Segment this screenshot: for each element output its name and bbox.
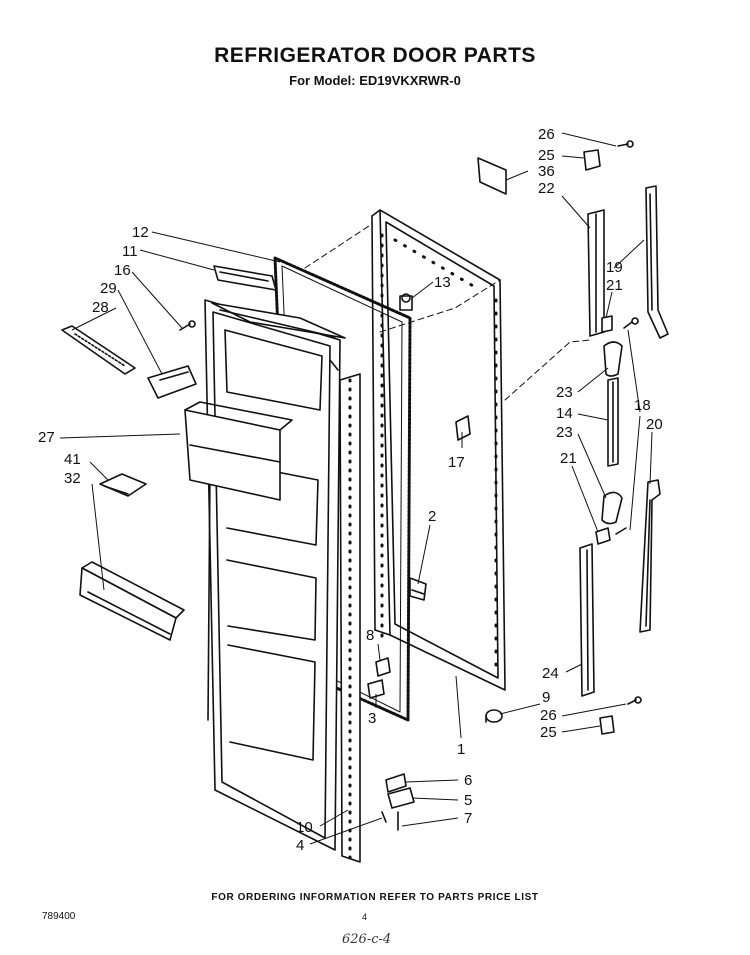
callout-2: 2 [428, 508, 436, 525]
bracket-21b [595, 527, 611, 545]
callout-23: 23 [556, 384, 573, 401]
plug-9 [485, 709, 503, 723]
screw-18 [623, 317, 639, 329]
callout-41: 41 [64, 451, 81, 468]
hinge-side-strip [339, 373, 361, 863]
callout-22: 22 [538, 180, 555, 197]
callout-36: 36 [538, 163, 555, 180]
callout-27: 27 [38, 429, 55, 446]
liner-dashed-outline [304, 223, 591, 401]
bushing-23b [601, 491, 623, 525]
callout-13: 13 [434, 274, 451, 291]
bottom-shelf [79, 561, 185, 641]
callout-25: 25 [538, 147, 555, 164]
callout-28: 28 [92, 299, 109, 316]
shelf-bin [184, 401, 293, 501]
callout-19: 19 [606, 259, 623, 276]
top-trim [213, 265, 277, 291]
callout-14: 14 [556, 405, 573, 422]
inner-door-liner [204, 299, 341, 851]
leader-lines [59, 132, 653, 845]
callout-8: 8 [366, 627, 374, 644]
model-subtitle: For Model: ED19VKXRWR-0 [289, 73, 461, 88]
liner-top-cap [211, 302, 346, 339]
bracket-21a [601, 315, 613, 333]
handle-14 [607, 377, 619, 467]
dispenser-housing [147, 365, 197, 399]
callout-9: 9 [542, 689, 550, 706]
callout-29: 29 [100, 280, 117, 297]
pad-36 [477, 157, 507, 195]
page-title: REFRIGERATOR DOOR PARTS [214, 44, 536, 67]
bracket-17 [455, 415, 471, 441]
clip-13 [399, 293, 413, 311]
grille [61, 325, 136, 375]
handle-24 [579, 543, 595, 697]
page-number: 4 [362, 912, 368, 922]
screw-16 [179, 320, 196, 331]
ordering-note: FOR ORDERING INFORMATION REFER TO PARTS … [211, 892, 539, 903]
callout-4: 4 [296, 837, 304, 854]
callout-6: 6 [464, 772, 472, 789]
stop-8 [375, 657, 391, 677]
callout-25-lower: 25 [540, 724, 557, 741]
callout-3: 3 [368, 710, 376, 727]
document-code: 789400 [42, 911, 76, 922]
callout-labels: 26 25 36 22 12 11 16 29 28 13 19 21 23 1… [38, 126, 663, 854]
handwritten-note: 626-c-4 [342, 932, 392, 947]
callout-16: 16 [114, 262, 131, 279]
callout-24: 24 [542, 665, 559, 682]
callout-26-lower: 26 [540, 707, 557, 724]
cam-3 [367, 679, 385, 699]
callout-21: 21 [606, 277, 623, 294]
screw-18b [615, 527, 627, 535]
bottom-hinge [381, 773, 415, 831]
callout-32: 32 [64, 470, 81, 487]
hinge-2 [409, 577, 427, 601]
trim-19 [645, 185, 669, 339]
callout-23-lower: 23 [556, 424, 573, 441]
callout-12: 12 [132, 224, 149, 241]
callout-10: 10 [296, 819, 313, 836]
callout-11: 11 [122, 243, 138, 260]
small-cup [99, 473, 147, 497]
callout-26: 26 [538, 126, 555, 143]
callout-18: 18 [634, 397, 651, 414]
handle-cap-26b-25b [599, 696, 642, 735]
callout-20: 20 [646, 416, 663, 433]
callout-7: 7 [464, 810, 472, 827]
callout-17: 17 [448, 454, 465, 471]
callout-21-lower: 21 [560, 450, 577, 467]
callout-5: 5 [464, 792, 472, 809]
handle-cap-26-25 [583, 140, 634, 171]
callout-1: 1 [457, 741, 465, 758]
bushing-23a [603, 341, 623, 377]
handle-22 [587, 209, 605, 337]
trim-20 [639, 479, 661, 633]
